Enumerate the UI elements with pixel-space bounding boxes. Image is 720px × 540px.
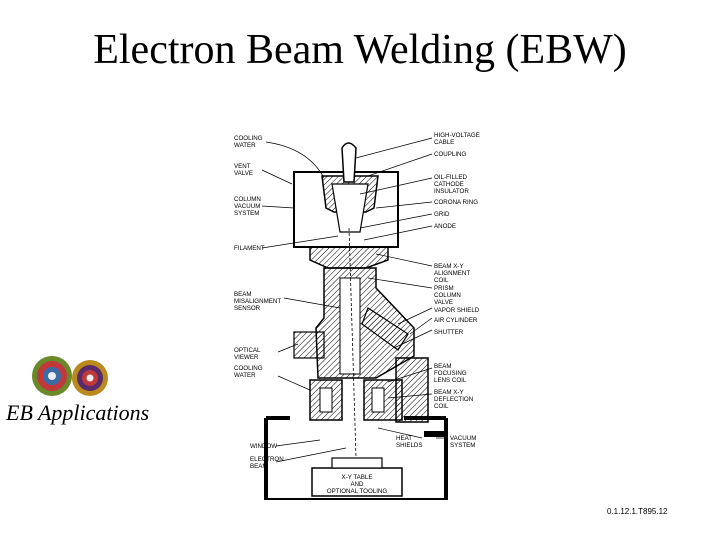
label-xy-table-2: AND [350,481,364,488]
label-cooling-water-top: COOLING [234,135,263,142]
label-air-cylinder: AIR CYLINDER [434,317,478,324]
electron-gun-column [293,142,429,459]
label-beam-alignment-coil-2: ALIGNMENT [434,270,470,277]
label-column-valve-2: VALVE [434,299,453,306]
label-beam-focusing-lens-coil-2: FOCUSING [434,370,467,377]
label-cooling-water-bottom: COOLING [234,365,263,372]
label-beam-deflection-coil-3: COIL [434,403,449,410]
label-shutter: SHUTTER [434,329,464,336]
label-window: WINDOW [250,443,277,450]
label-column-vacuum-3: SYSTEM [234,210,259,217]
label-column-vacuum-2: VACUUM [234,203,260,210]
label-vacuum-system-2: SYSTEM [450,442,475,449]
label-grid: GRID [434,211,450,218]
slide-title: Electron Beam Welding (EBW) [93,27,627,73]
label-beam-misalignment-3: SENSOR [234,305,261,312]
label-column-valve: COLUMN [434,292,461,299]
ebw-schematic-diagram: COOLING WATER VENT VALVE COLUMN VACUUM S… [234,132,480,500]
label-beam-deflection-coil-2: DEFLECTION [434,396,473,403]
right-callout-labels: HIGH-VOLTAGE CABLE COUPLING OIL-FILLED C… [396,132,480,449]
label-xy-table: X-Y TABLE [342,474,373,481]
label-cooling-water-top-2: WATER [234,142,256,149]
label-heat-shields: HEAT [396,435,412,442]
label-optical-viewer-2: VIEWER [234,354,259,361]
label-beam-misalignment: BEAM [234,291,252,298]
label-anode: ANODE [434,223,456,230]
label-coupling: COUPLING [434,151,467,158]
label-beam-deflection-coil: BEAM X-Y [434,389,464,396]
label-xy-table-3: OPTIONAL TOOLING [327,488,388,495]
label-column-vacuum: COLUMN [234,196,261,203]
label-electron-beam-2: BEAM [250,463,268,470]
label-vacuum-system: VACUUM [450,435,476,442]
label-high-voltage-cable-2: CABLE [434,139,454,146]
label-vent-valve-2: VALVE [234,170,253,177]
left-callout-labels: COOLING WATER VENT VALVE COLUMN VACUUM S… [234,135,284,470]
label-beam-alignment-coil: BEAM X-Y [434,263,464,270]
label-oil-filled-insulator: OIL-FILLED [434,174,468,181]
label-beam-misalignment-2: MISALIGNMENT [234,298,281,305]
label-filament: FILAMENT [234,245,265,252]
eb-applications-link[interactable]: EB Applications [6,400,150,425]
label-vapor-shield: VAPOR SHIELD [434,307,480,314]
callout-lines [261,137,448,463]
label-beam-alignment-coil-3: COIL [434,277,449,284]
label-electron-beam: ELECTRON [250,456,284,463]
label-heat-shields-2: SHIELDS [396,442,422,449]
xy-table-labels: X-Y TABLE AND OPTIONAL TOOLING [327,474,388,495]
gear-icon[interactable] [30,352,114,400]
label-oil-filled-insulator-3: INSULATOR [434,188,469,195]
label-high-voltage-cable: HIGH-VOLTAGE [434,132,480,139]
label-oil-filled-insulator-2: CATHODE [434,181,464,188]
label-vent-valve: VENT [234,163,251,170]
label-corona-ring: CORONA RING [434,199,478,206]
label-beam-focusing-lens-coil-3: LENS COIL [434,377,467,384]
label-cooling-water-bottom-2: WATER [234,372,256,379]
label-prism: PRISM [434,285,454,292]
label-optical-viewer: OPTICAL [234,347,261,354]
label-beam-focusing-lens-coil: BEAM [434,363,452,370]
slide-reference-number: 0.1.12.1.T895.12 [607,507,668,516]
